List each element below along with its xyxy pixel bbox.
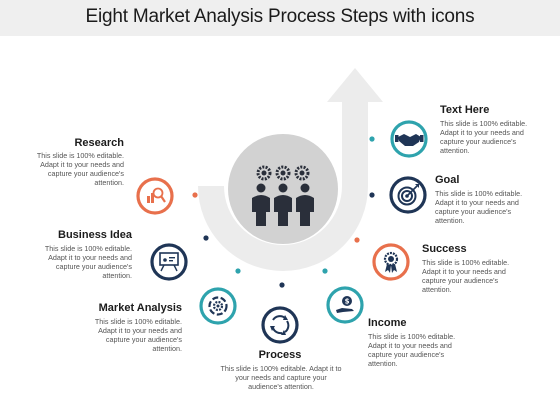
- svg-text:$: $: [345, 298, 350, 306]
- handshake-icon: [395, 134, 424, 146]
- step-label-income: Income: [368, 317, 407, 329]
- step-desc-success: This slide is 100% editable. Adapt it to…: [422, 258, 510, 294]
- step-desc-market-analysis: This slide is 100% editable. Adapt it to…: [94, 317, 182, 353]
- cycle-arrows-icon: [270, 315, 290, 335]
- connector-dot: [203, 235, 209, 241]
- step-circle-income: $: [326, 286, 364, 324]
- step-circle-market-analysis: [199, 287, 237, 325]
- connector-dot: [369, 136, 375, 142]
- step-desc-goal: This slide is 100% editable. Adapt it to…: [435, 189, 523, 225]
- connector-dot: [354, 237, 360, 243]
- step-label-business-idea: Business Idea: [58, 229, 132, 241]
- step-label-market-analysis: Market Analysis: [98, 302, 182, 314]
- money-hand-icon: $: [336, 296, 354, 313]
- step-label-research: Research: [74, 137, 124, 149]
- step-label-success: Success: [422, 243, 467, 255]
- step-circle-text-here: [390, 120, 428, 158]
- title-band: [0, 0, 560, 36]
- step-label-goal: Goal: [435, 174, 460, 186]
- presentation-board-icon: [159, 252, 179, 272]
- step-desc-research: This slide is 100% editable. Adapt it to…: [36, 151, 124, 187]
- step-desc-text-here: This slide is 100% editable. Adapt it to…: [440, 119, 528, 155]
- step-circle-research: [136, 177, 174, 215]
- step-circle-process: [261, 306, 299, 344]
- step-desc-income: This slide is 100% editable. Adapt it to…: [368, 332, 456, 368]
- connector-dot: [322, 268, 328, 274]
- step-circle-business-idea: [150, 243, 188, 281]
- gear-icon: [294, 165, 310, 181]
- gear-cycle-icon: [208, 296, 228, 316]
- person-icon: [252, 183, 270, 226]
- curved-arrow-head: [327, 68, 383, 102]
- step-desc-process: This slide is 100% editable. Adapt it to…: [220, 364, 342, 391]
- step-circle-success: [372, 243, 410, 281]
- step-circle-goal: [389, 176, 427, 214]
- award-ribbon-icon: [383, 251, 399, 273]
- connector-dot: [192, 192, 198, 198]
- curved-arrow-body: [198, 100, 368, 271]
- person-icon: [274, 183, 292, 226]
- connector-dot: [369, 192, 375, 198]
- step-label-process: Process: [258, 349, 302, 361]
- team-gears-icon: [252, 165, 314, 226]
- magnifier-chart-icon: [147, 187, 166, 203]
- gear-icon: [275, 165, 291, 181]
- target-icon: [397, 184, 419, 206]
- connector-dot: [279, 282, 285, 288]
- page-title: Eight Market Analysis Process Steps with…: [85, 6, 475, 27]
- connector-dot: [235, 268, 241, 274]
- gear-icon: [256, 165, 272, 181]
- step-label-text-here: Text Here: [440, 104, 490, 116]
- person-icon: [296, 183, 314, 226]
- step-desc-business-idea: This slide is 100% editable. Adapt it to…: [44, 244, 132, 280]
